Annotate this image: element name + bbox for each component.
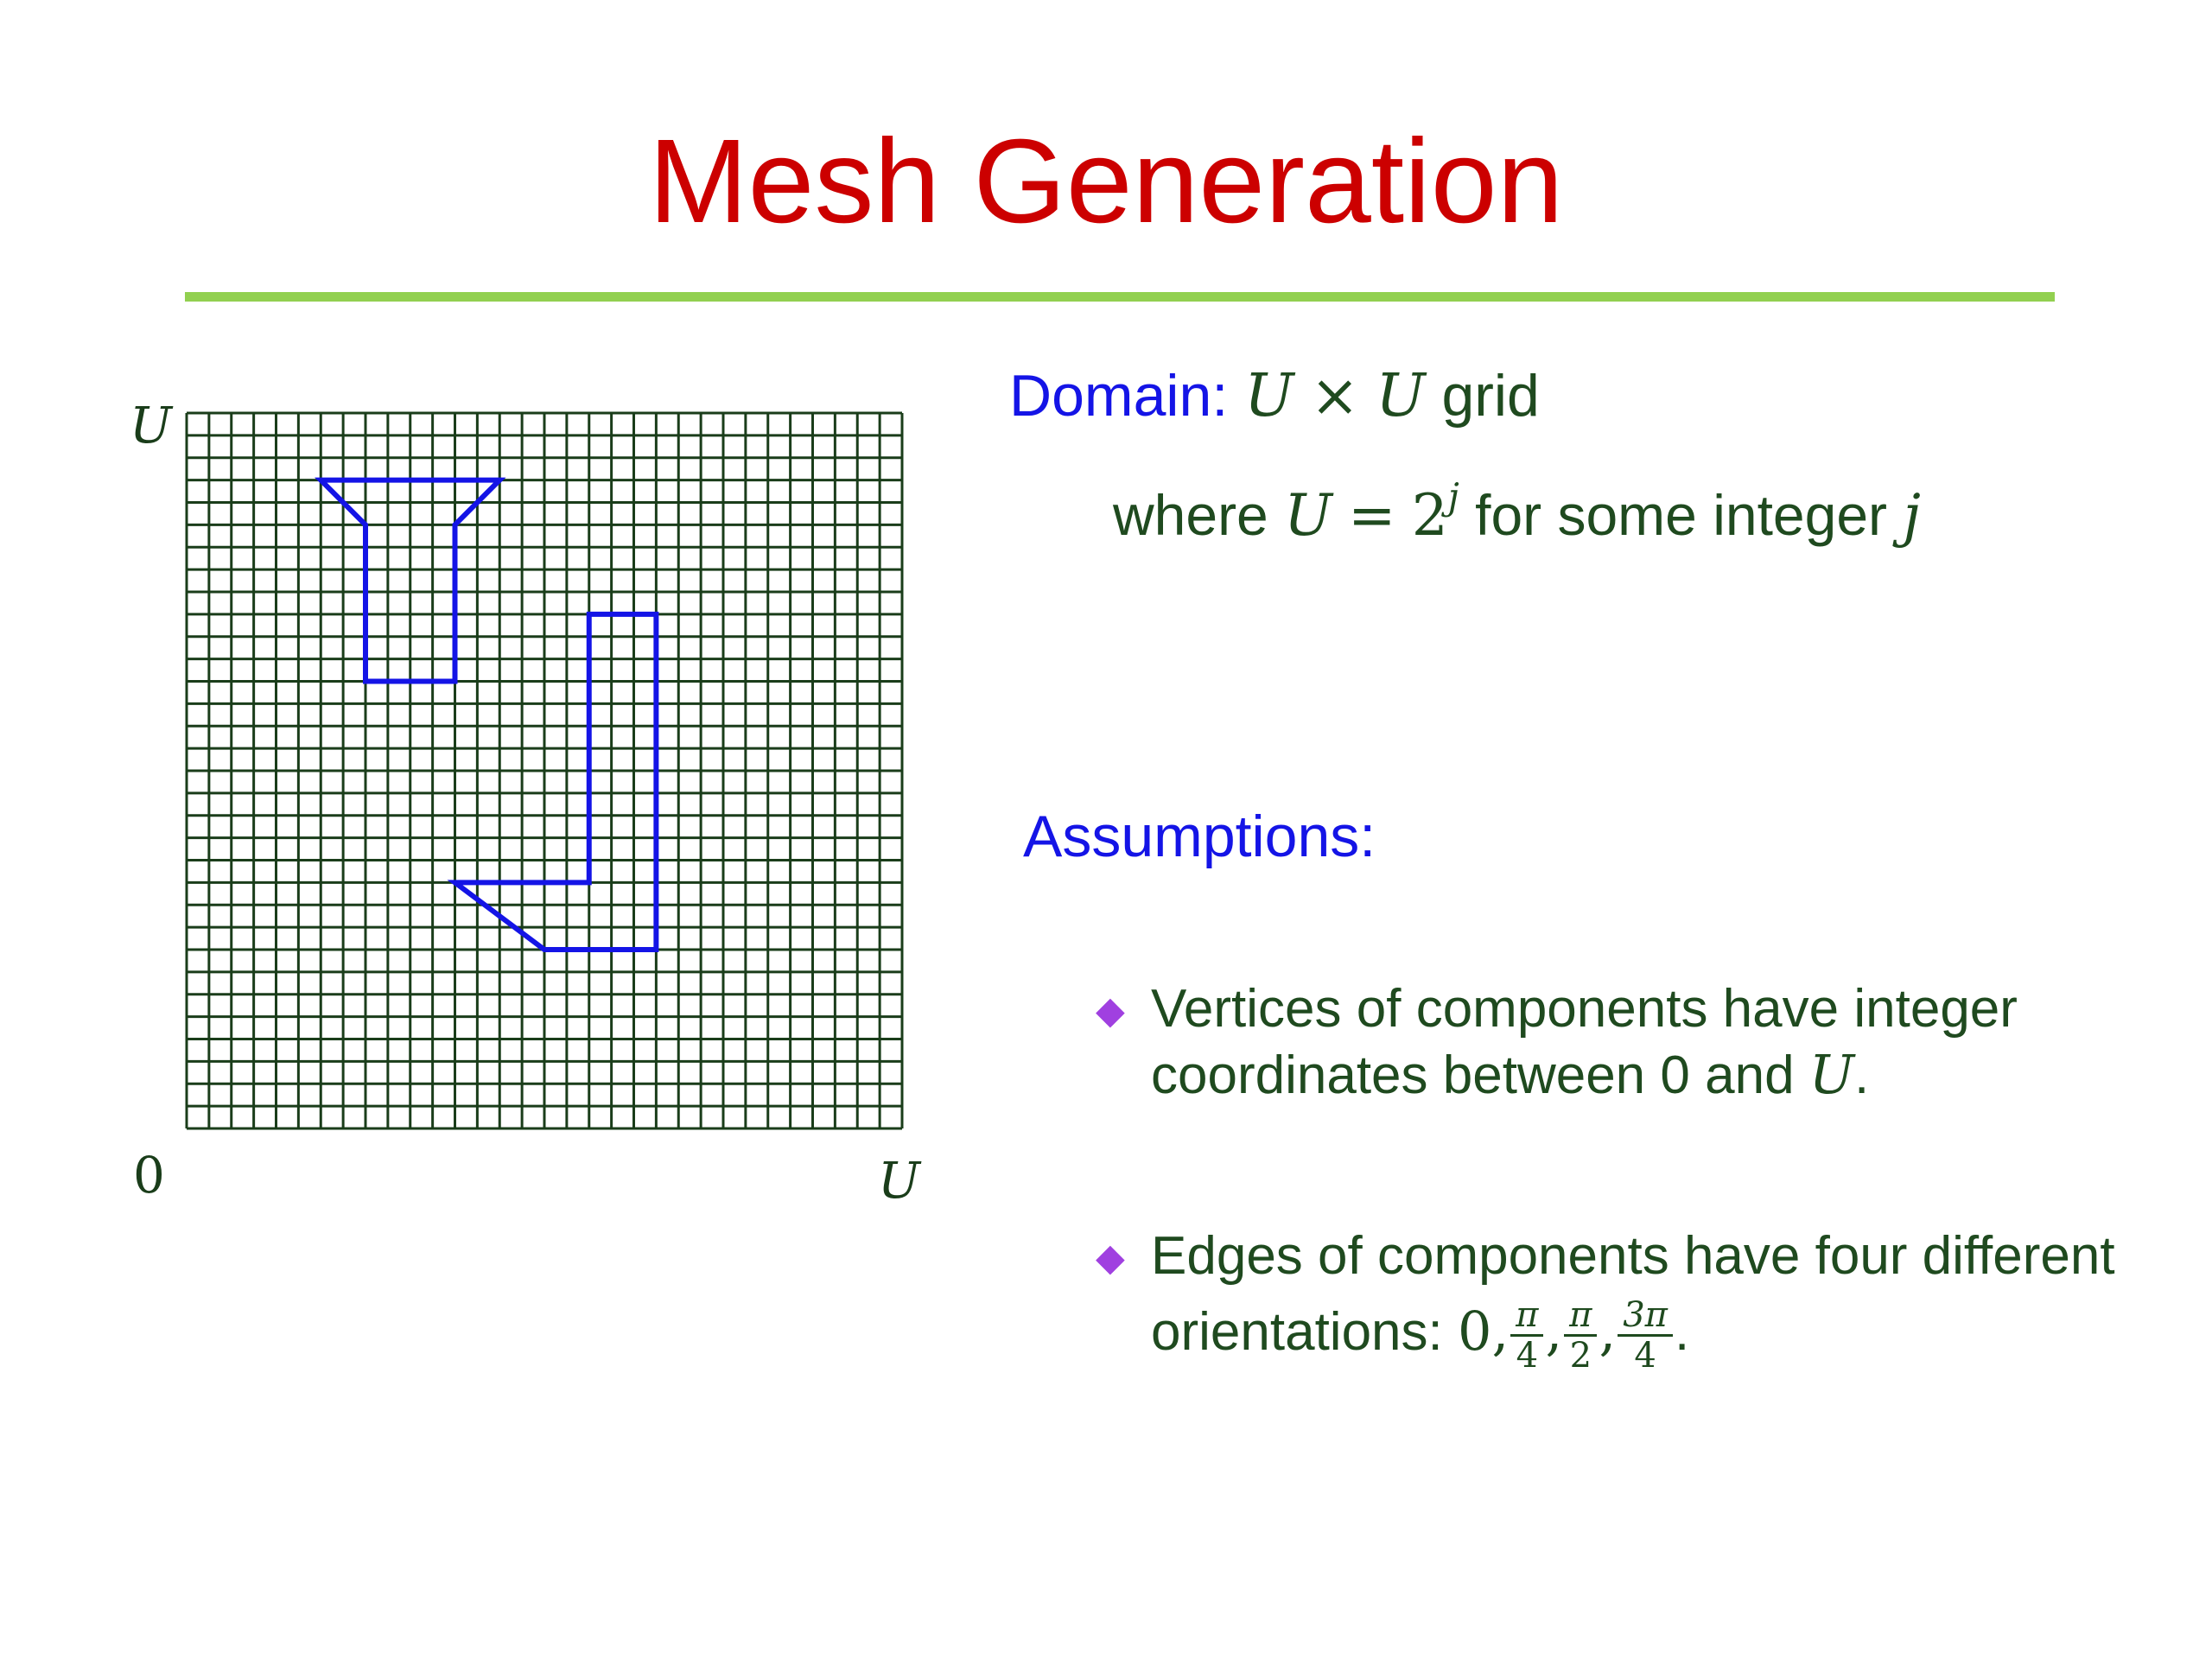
comma: , bbox=[1545, 1299, 1563, 1363]
axis-label-top-left: U bbox=[130, 396, 172, 454]
domain-tail: grid bbox=[1441, 363, 1540, 429]
orientation-zero: 0, bbox=[1458, 1299, 1510, 1363]
assumption-2-text: orientations: bbox=[1151, 1301, 1443, 1362]
assumption-2-line-1: Edges of components have four different bbox=[1151, 1226, 2115, 1286]
upper-component bbox=[315, 477, 506, 684]
diamond-bullet-icon: ◆ bbox=[1096, 989, 1125, 1032]
where-prefix: where bbox=[1113, 483, 1268, 547]
assumption-2-period: . bbox=[1674, 1301, 1690, 1362]
axis-label-bottom-right: U bbox=[878, 1151, 920, 1210]
assumption-1-text: coordinates between 0 and bbox=[1151, 1046, 1795, 1105]
assumptions-title: Assumptions: bbox=[1023, 804, 1376, 869]
domain-times-sign: × bbox=[1310, 362, 1360, 430]
slide-title: Mesh Generation bbox=[648, 115, 1564, 248]
domain-var-1: U bbox=[1244, 362, 1294, 430]
assumption-1-period: . bbox=[1854, 1046, 1870, 1105]
where-base: 2 bbox=[1411, 482, 1448, 549]
domain-line: Domain: U × U grid bbox=[1009, 361, 1540, 431]
diamond-bullet-icon: ◆ bbox=[1096, 1236, 1125, 1279]
where-mid: for some integer bbox=[1475, 483, 1887, 547]
domain-label: Domain: bbox=[1009, 363, 1229, 429]
where-var: U bbox=[1284, 482, 1332, 549]
grid-lines bbox=[185, 411, 904, 1130]
assumption-1-line-2: coordinates between 0 and U. bbox=[1151, 1042, 1869, 1109]
assumption-1-line-1: Vertices of components have integer bbox=[1151, 979, 2018, 1039]
where-j: j bbox=[1903, 482, 1921, 549]
title-divider bbox=[185, 292, 2055, 302]
axis-label-origin: 0 bbox=[133, 1146, 165, 1205]
where-line: where U = 2j for some integer j bbox=[1113, 479, 1921, 550]
comma: , bbox=[1599, 1299, 1617, 1363]
assumption-1-var: U bbox=[1808, 1043, 1855, 1106]
where-exponent: j bbox=[1447, 475, 1459, 518]
where-equals: = bbox=[1348, 482, 1396, 549]
domain-var-2: U bbox=[1376, 362, 1426, 430]
lower-component bbox=[447, 611, 659, 952]
